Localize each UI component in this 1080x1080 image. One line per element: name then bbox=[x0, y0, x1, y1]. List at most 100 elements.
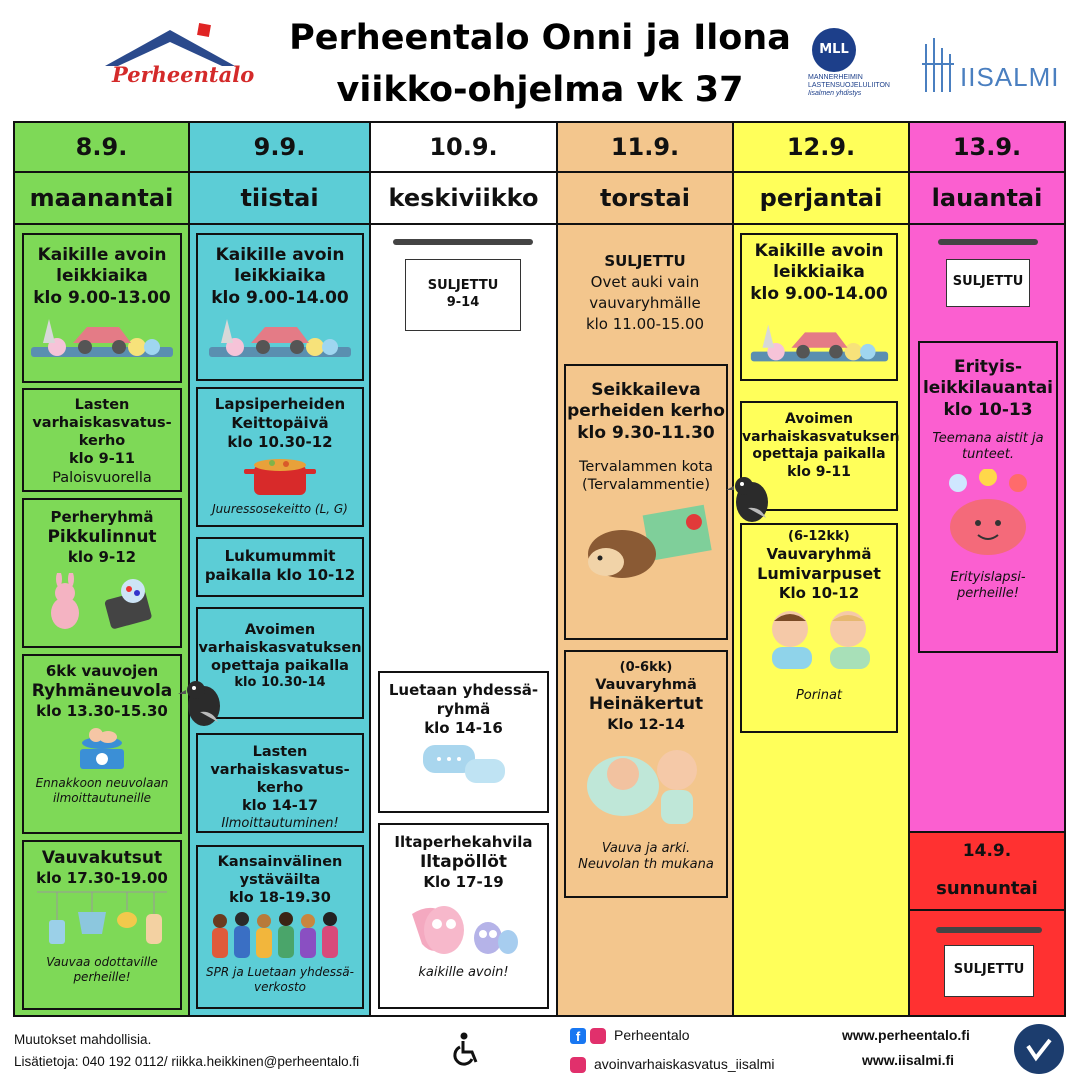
event-title: kerho bbox=[256, 780, 304, 797]
event-title: Luetaan yhdessä- bbox=[388, 681, 539, 699]
thursday-name: torstai bbox=[558, 173, 732, 225]
website-link-perheentalo[interactable]: www.perheentalo.fi bbox=[842, 1027, 970, 1043]
column-thursday: 11.9. torstai SULJETTU Ovet auki vain va… bbox=[556, 121, 734, 1017]
footer-changes: Muutokset mahdollisia. bbox=[14, 1032, 152, 1047]
thu-event-seikkaileva: Seikkaileva perheiden kerho klo 9.30-11.… bbox=[564, 364, 728, 640]
event-note: Ennakkoon neuvolaan bbox=[35, 775, 169, 790]
fri-event-lumivarpuset: (6-12kk) Vauvaryhmä Lumivarpuset Klo 10-… bbox=[740, 523, 898, 733]
sat-closed-sign: SULJETTU bbox=[946, 259, 1030, 307]
event-location: (Tervalammentie) bbox=[582, 476, 710, 493]
mll-badge: MLL bbox=[812, 28, 856, 72]
event-title: perheiden kerho bbox=[567, 401, 725, 422]
thursday-date: 11.9. bbox=[558, 123, 732, 173]
event-time: klo 18-19.30 bbox=[229, 890, 331, 907]
event-time: paikalla klo 10-12 bbox=[204, 565, 356, 584]
event-time: klo 9.30-11.30 bbox=[577, 422, 715, 443]
event-note: Erityislapsi- bbox=[950, 570, 1026, 585]
event-time: klo 9.00-14.00 bbox=[750, 283, 888, 304]
crow-icon bbox=[178, 681, 220, 726]
event-time: Klo 10-12 bbox=[778, 584, 860, 602]
event-title: leikkiaika bbox=[234, 266, 326, 287]
event-title: leikkiaika bbox=[773, 262, 865, 283]
event-time: klo 14-17 bbox=[242, 798, 318, 815]
event-time: klo 9.00-13.00 bbox=[33, 287, 171, 308]
saturday-name: lauantai bbox=[910, 173, 1064, 225]
event-time: klo 9-11 bbox=[69, 451, 135, 468]
event-note: kaikille avoin! bbox=[418, 964, 509, 980]
event-location: Tervalammen kota bbox=[579, 458, 713, 475]
crow-icon bbox=[726, 477, 768, 522]
page-title-line2: viikko-ohjelma vk 37 bbox=[336, 70, 744, 110]
brain-emotions-icon bbox=[949, 468, 1027, 556]
house-roof-icon bbox=[105, 23, 235, 66]
event-time: Klo 12-14 bbox=[607, 716, 685, 733]
event-note: Teemana aistit ja bbox=[932, 430, 1044, 446]
footer-contact: Lisätietoja: 040 192 0112/ riikka.heikki… bbox=[14, 1054, 360, 1069]
fri-event-opettaja: Avoimen varhaiskasvatuksen opettaja paik… bbox=[740, 401, 899, 511]
event-time: klo 10.30-14 bbox=[234, 675, 326, 691]
tue-event-keittopaiva: Lapsiperheiden Keittopäivä klo 10.30-12 … bbox=[196, 387, 364, 527]
monday-date: 8.9. bbox=[15, 123, 188, 173]
friday-name: perjantai bbox=[734, 173, 908, 225]
facebook-icon[interactable]: f bbox=[570, 1028, 586, 1044]
instagram-icon[interactable] bbox=[590, 1028, 606, 1044]
page-title-line1: Perheentalo Onni ja Ilona bbox=[289, 18, 791, 58]
mll-text-3: Iisalmen yhdistys bbox=[808, 90, 862, 97]
closed-label: SULJETTU bbox=[427, 278, 499, 293]
tue-event-leikkiaika: Kaikille avoin leikkiaika klo 9.00-14.00 bbox=[196, 233, 364, 381]
event-title: Keittopäivä bbox=[231, 413, 329, 432]
event-title: varhaiskasvatus- bbox=[210, 762, 350, 779]
column-saturday: 13.9. lauantai SULJETTU Erityis- leikkil… bbox=[908, 121, 1066, 833]
sat-event-erityisleikki: Erityis- leikkilauantai klo 10-13 Teeman… bbox=[918, 341, 1058, 653]
column-tuesday: 9.9. tiistai Kaikille avoin leikkiaika k… bbox=[188, 121, 371, 1017]
sign-hanger bbox=[393, 239, 533, 245]
social-link-perheentalo[interactable]: Perheentalo bbox=[614, 1027, 690, 1043]
event-title: Lapsiperheiden bbox=[214, 395, 346, 413]
sunday-name: sunnuntai bbox=[910, 869, 1064, 911]
sun-closed-sign: SULJETTU bbox=[944, 945, 1034, 997]
event-age: (0-6kk) bbox=[619, 660, 673, 675]
babies-icon bbox=[587, 749, 697, 824]
mll-text-2: LASTENSUOJELULIITON bbox=[808, 82, 890, 89]
hedgehog-map-icon bbox=[588, 504, 712, 578]
event-title: ystäväilta bbox=[239, 872, 321, 889]
check-emblem-icon bbox=[1026, 1038, 1052, 1062]
event-time: klo 17.30-19.00 bbox=[36, 869, 168, 888]
baby-mobile-icon bbox=[37, 891, 167, 944]
event-note: Juuressosekeitto (L, G) bbox=[212, 502, 348, 516]
instagram-icon[interactable] bbox=[570, 1057, 586, 1073]
event-title: leikkiaika bbox=[56, 266, 148, 287]
event-title: Lukumummit bbox=[224, 547, 336, 565]
event-note: Porinat bbox=[795, 687, 843, 703]
closed-label: SULJETTU bbox=[953, 962, 1025, 977]
fri-event-leikkiaika: Kaikille avoin leikkiaika klo 9.00-14.00 bbox=[740, 233, 898, 381]
social-link-instagram[interactable]: avoinvarhaiskasvatus_iisalmi bbox=[594, 1056, 775, 1072]
tuesday-name: tiistai bbox=[190, 173, 369, 225]
soup-pot-icon bbox=[244, 459, 316, 496]
event-title: Ryhmäneuvola bbox=[31, 680, 173, 701]
website-link-iisalmi[interactable]: www.iisalmi.fi bbox=[862, 1052, 955, 1068]
event-time: klo 13.30-15.30 bbox=[36, 702, 168, 720]
event-note: ilmoittautuneille bbox=[52, 790, 152, 805]
event-age: (6-12kk) bbox=[788, 529, 850, 544]
event-time: klo 10-13 bbox=[943, 399, 1033, 420]
event-title: Pikkulinnut bbox=[47, 526, 157, 547]
mll-text-1: MANNERHEIMIN bbox=[808, 74, 863, 81]
sign-hanger bbox=[936, 927, 1042, 933]
event-title: Kaikille avoin bbox=[215, 245, 345, 265]
event-title: kerho bbox=[78, 433, 126, 450]
iisalmi-text: IISALMI bbox=[960, 62, 1060, 92]
event-title: varhaiskasvatuksen bbox=[198, 640, 362, 657]
event-location: Paloisvuorella bbox=[52, 469, 152, 486]
mon-event-pikkulinnut: Perheryhmä Pikkulinnut klo 9-12 bbox=[22, 498, 182, 648]
info-time: klo 11.00-15.00 bbox=[585, 315, 705, 333]
crawling-babies-icon bbox=[772, 610, 870, 669]
mon-event-vauvakutsut: Vauvakutsut klo 17.30-19.00 Vauvaa odott… bbox=[22, 840, 182, 1010]
iisalmi-logo: IISALMI bbox=[918, 34, 1063, 94]
closed-time: 9-14 bbox=[446, 294, 480, 310]
event-time: klo 9-11 bbox=[787, 463, 851, 480]
column-sunday: 14.9. sunnuntai SULJETTU bbox=[908, 831, 1066, 1017]
tue-event-ystavailta: Kansainvälinen ystäväilta klo 18-19.30 S… bbox=[196, 845, 364, 1009]
closed-label: SULJETTU bbox=[604, 252, 686, 270]
closed-label: SULJETTU bbox=[952, 274, 1024, 289]
